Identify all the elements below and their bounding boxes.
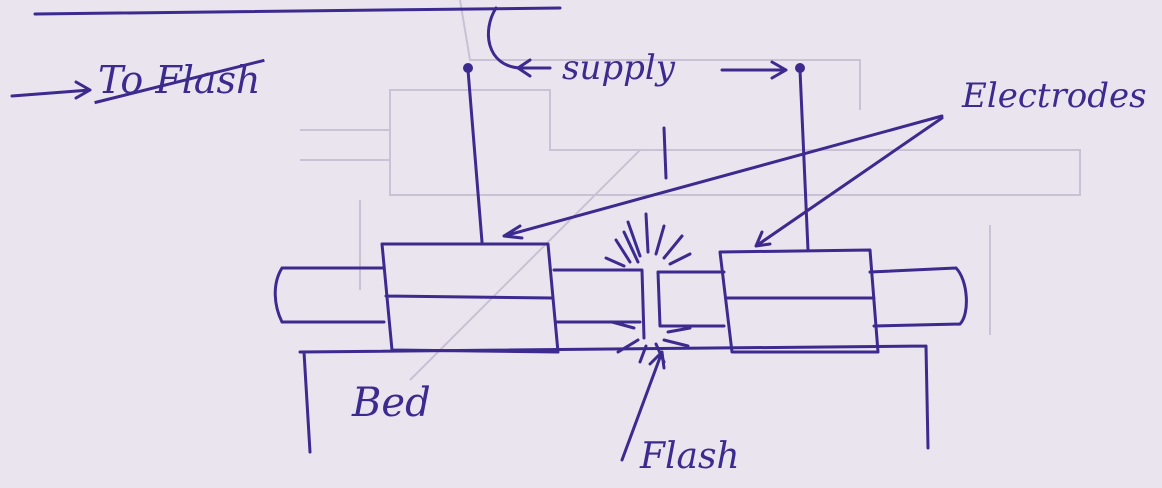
left-workpiece xyxy=(275,268,384,322)
electrodes-label: Electrodes xyxy=(962,76,1147,116)
supply-arrow-left xyxy=(518,60,550,76)
flash-spark-top xyxy=(606,214,690,266)
struck-out-label: To Flash xyxy=(98,58,261,102)
supply-wire xyxy=(35,8,560,14)
paper-show-through xyxy=(300,0,1080,380)
supply-label: supply xyxy=(562,48,675,88)
right-lead xyxy=(800,70,808,250)
struck-text-arrow xyxy=(12,82,90,98)
flash-label: Flash xyxy=(640,436,740,477)
supply-arrow-right xyxy=(722,62,786,78)
flash-spark-bottom xyxy=(612,322,690,362)
right-workpiece-inner xyxy=(658,272,724,326)
right-electrode xyxy=(720,250,878,352)
bed-label: Bed xyxy=(352,380,431,426)
center-tick xyxy=(664,128,666,178)
electrode-arrow-right xyxy=(756,118,942,246)
left-lead xyxy=(468,70,482,242)
left-electrode xyxy=(382,244,558,352)
right-workpiece xyxy=(870,268,966,326)
